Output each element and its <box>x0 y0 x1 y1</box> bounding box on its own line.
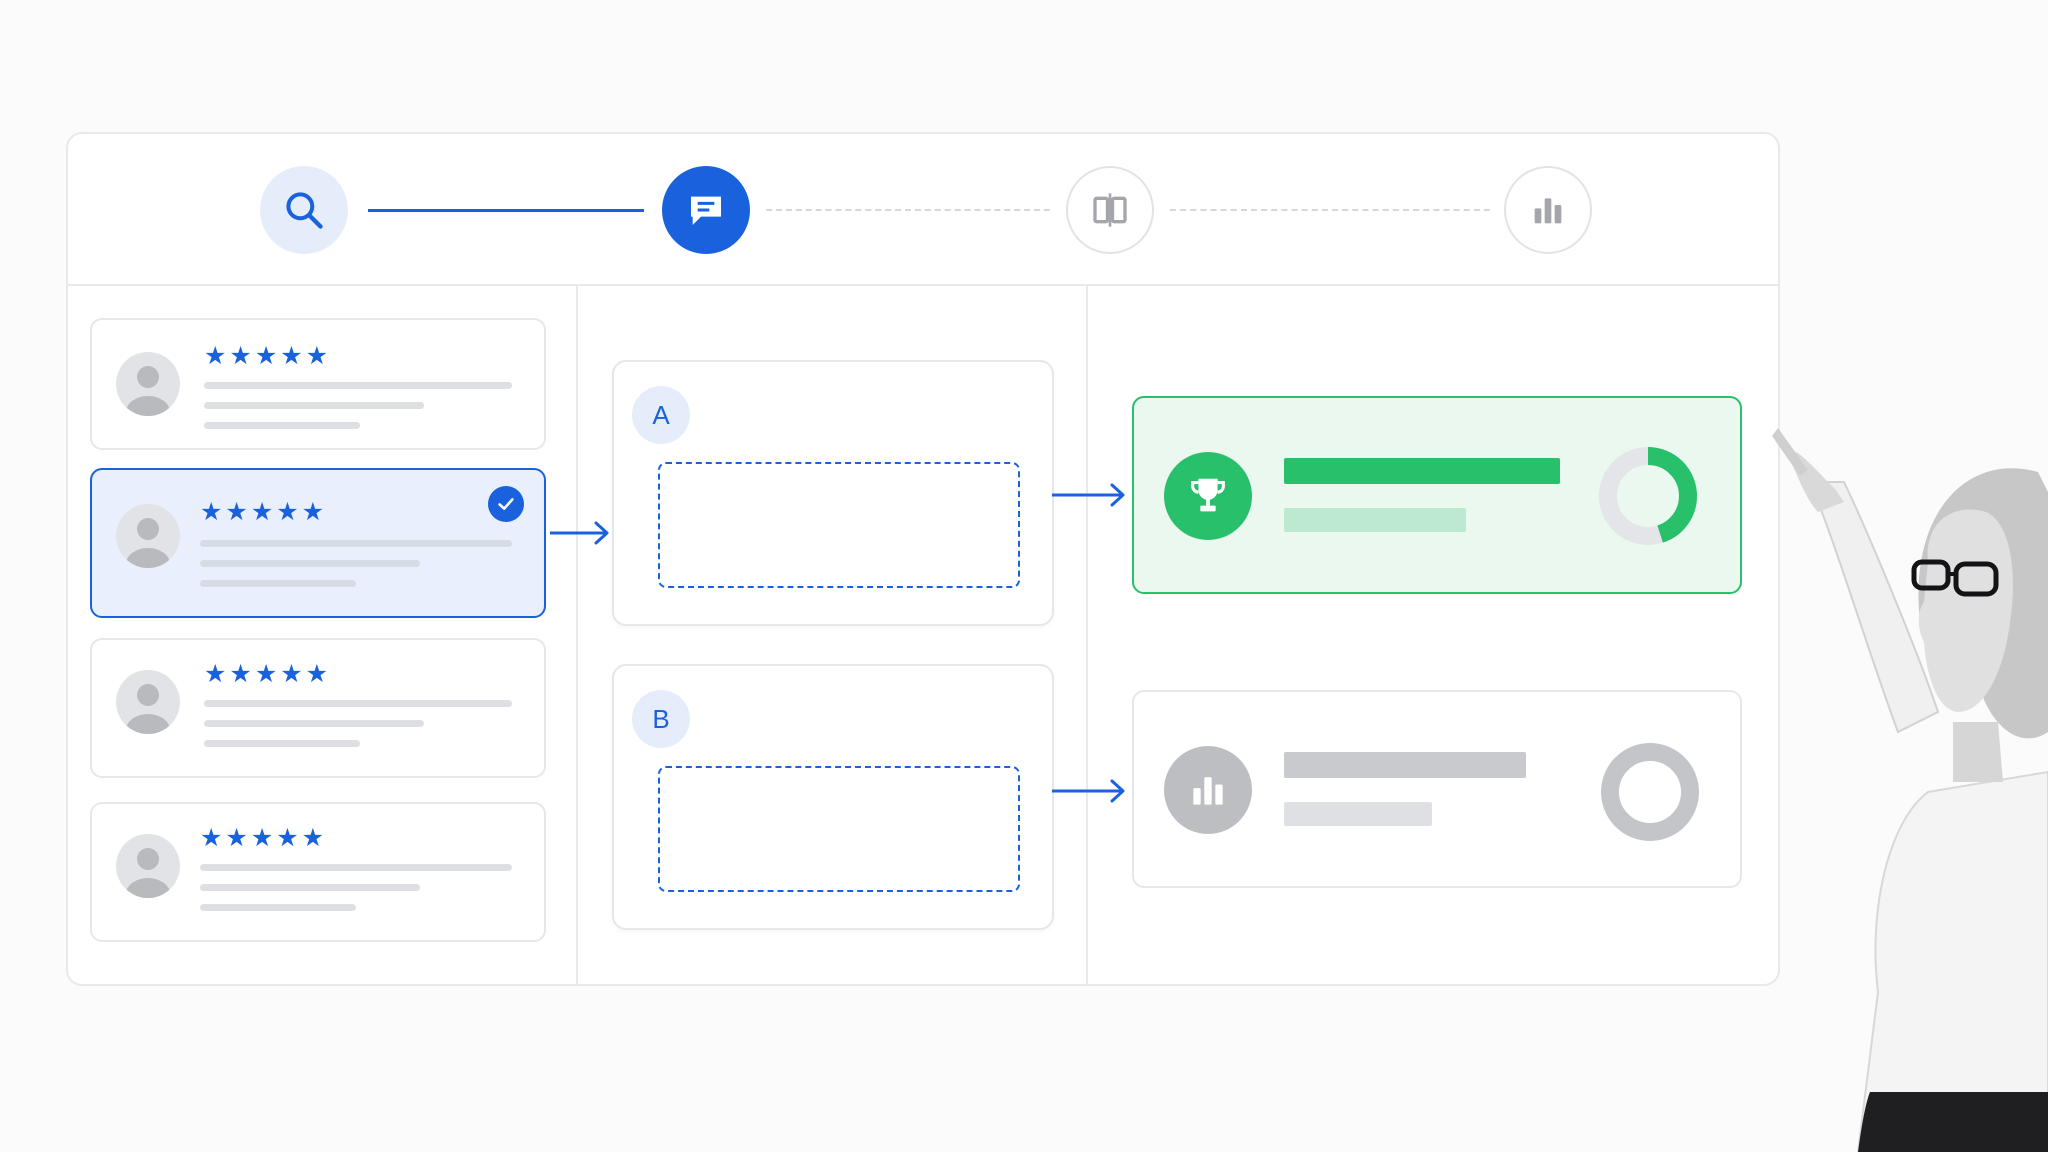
avatar <box>116 504 180 568</box>
avatar <box>116 352 180 416</box>
column-divider <box>576 284 578 984</box>
variant-card-a[interactable]: A <box>612 360 1054 626</box>
text-placeholder <box>200 580 356 587</box>
text-placeholder <box>200 540 512 547</box>
connector-pending <box>766 209 1050 211</box>
arrow-right-icon <box>550 521 609 545</box>
avatar <box>116 834 180 898</box>
chat-icon <box>691 196 721 225</box>
result-card[interactable] <box>1132 690 1742 888</box>
star-rating: ★★★★★ <box>204 660 332 688</box>
result-subtitle-placeholder <box>1284 508 1466 532</box>
drop-zone[interactable] <box>658 766 1020 892</box>
avatar <box>116 670 180 734</box>
variant-card-b[interactable]: B <box>612 664 1054 930</box>
check-icon <box>488 486 524 522</box>
search-icon <box>286 192 323 229</box>
step-analytics[interactable] <box>1504 166 1592 254</box>
arrow-right-icon <box>1052 483 1125 507</box>
trophy-icon <box>1164 452 1252 540</box>
text-placeholder <box>204 700 512 707</box>
bar-chart-icon <box>1164 746 1252 834</box>
donut-chart <box>1601 743 1699 841</box>
donut-chart <box>1599 447 1697 545</box>
review-card[interactable]: ★★★★★ <box>90 638 546 778</box>
drop-zone[interactable] <box>658 462 1020 588</box>
text-placeholder <box>204 422 360 429</box>
text-placeholder <box>204 720 424 727</box>
text-placeholder <box>200 560 420 567</box>
text-placeholder <box>204 740 360 747</box>
star-rating: ★★★★★ <box>200 824 328 852</box>
review-card[interactable]: ★★★★★ <box>90 318 546 450</box>
column-divider <box>1086 284 1088 984</box>
result-title-placeholder <box>1284 752 1526 778</box>
text-placeholder <box>200 884 420 891</box>
review-card-selected[interactable]: ★★★★★ <box>90 468 546 618</box>
text-placeholder <box>200 904 356 911</box>
connector-pending <box>1170 209 1490 211</box>
text-placeholder <box>200 864 512 871</box>
presenter-illustration <box>1772 428 2048 1152</box>
workflow-panel: ★★★★★ ★★★★★ ★★★★★ ★★★★★ <box>66 132 1780 986</box>
connector-complete <box>368 209 644 212</box>
variant-badge: B <box>632 690 690 748</box>
star-rating: ★★★★★ <box>200 498 328 526</box>
variant-badge: A <box>632 386 690 444</box>
result-title-placeholder <box>1284 458 1560 484</box>
step-search[interactable] <box>260 166 348 254</box>
arrow-right-icon <box>1052 779 1125 803</box>
step-reviews[interactable] <box>662 166 750 254</box>
progress-stepper <box>68 134 1778 286</box>
bar-chart-icon <box>1534 198 1562 224</box>
step-compare[interactable] <box>1066 166 1154 254</box>
compare-icon <box>1093 193 1127 227</box>
text-placeholder <box>204 402 424 409</box>
text-placeholder <box>204 382 512 389</box>
review-card[interactable]: ★★★★★ <box>90 802 546 942</box>
result-subtitle-placeholder <box>1284 802 1432 826</box>
result-card-winner[interactable] <box>1132 396 1742 594</box>
star-rating: ★★★★★ <box>204 342 332 370</box>
